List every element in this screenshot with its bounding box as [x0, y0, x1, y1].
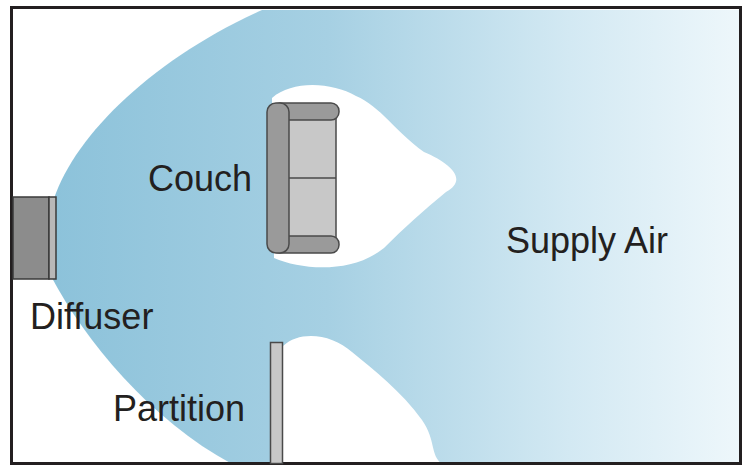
cushion-seam — [286, 177, 336, 179]
part-label: Diffuser — [30, 299, 153, 335]
couch-back — [267, 103, 289, 253]
flow-label: Supply Air — [506, 223, 668, 259]
partition-wall — [271, 343, 283, 464]
part-label: Couch — [148, 161, 252, 197]
part-label: Partition — [113, 391, 245, 427]
room-wall — [12, 8, 741, 464]
couch-symbol — [267, 103, 339, 253]
diffuser-face — [49, 197, 56, 279]
supply-air-region — [52, 10, 742, 464]
couch-seat — [286, 114, 336, 242]
diffuser-unit — [13, 197, 49, 279]
dead-air-zone — [283, 336, 442, 464]
dead-air-zone — [272, 85, 456, 267]
